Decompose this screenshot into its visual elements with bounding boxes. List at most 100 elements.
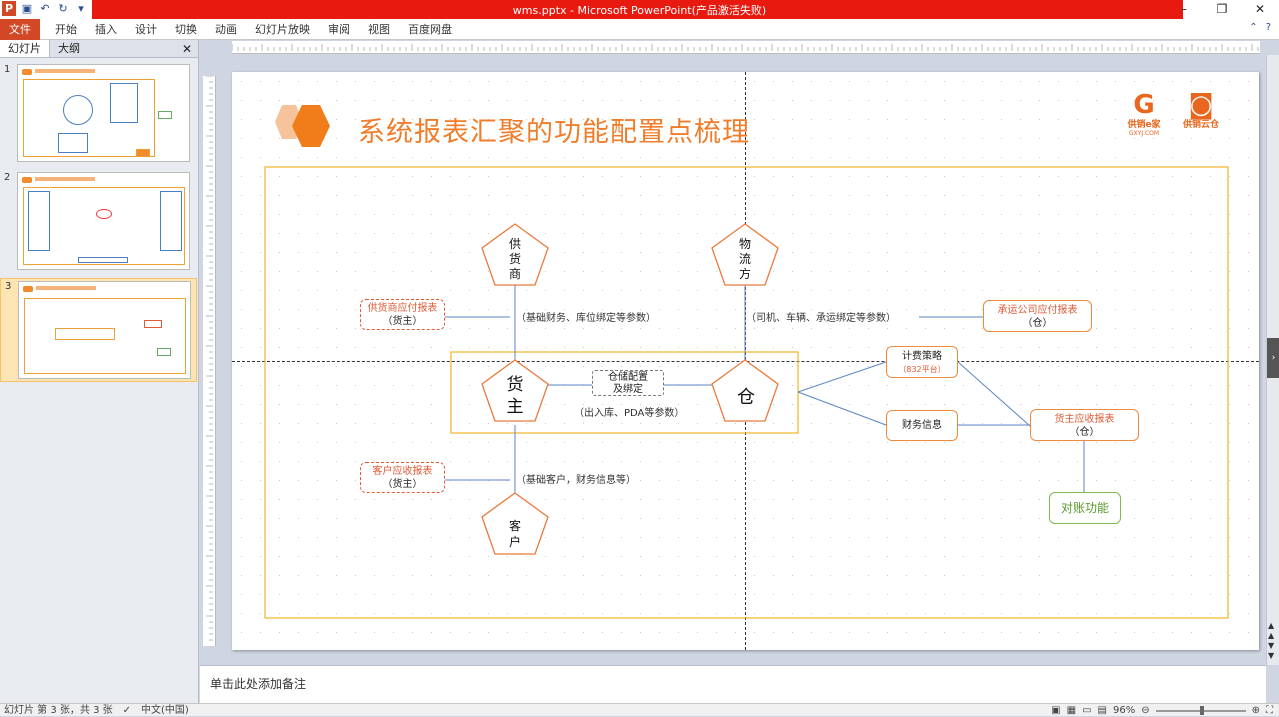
close-pane-icon[interactable]: ✕ [181, 42, 192, 56]
fit-slide-icon[interactable]: ⛶ [1266, 705, 1273, 716]
mini-title-line [35, 69, 95, 73]
scroll-arrows[interactable]: ▲▲▼▼ [1268, 621, 1275, 660]
logistics-pentagon [711, 223, 779, 286]
zoom-slider-thumb[interactable] [1199, 705, 1204, 715]
slide-title[interactable]: 系统报表汇聚的功能配置点梳理 [358, 117, 750, 148]
supplier-payable-report-box[interactable]: 供货商应付报表 （货主） [360, 299, 445, 330]
file-tab[interactable]: 文件 [0, 19, 40, 40]
inout-pda-label: （出入库、PDA等参数） [574, 408, 685, 419]
customer-receivable-report-box[interactable]: 客户应收报表 （货主） [360, 462, 445, 493]
warehouse-config-box[interactable]: 仓储配置 及绑定 [592, 370, 664, 396]
close-icon[interactable]: ✕ [1254, 2, 1266, 16]
ribbon-tab[interactable]: 开始 [55, 23, 77, 36]
slide-counter: 幻灯片 第 3 张，共 3 张 [4, 705, 113, 716]
expand-pane-icon[interactable]: › [1267, 338, 1279, 378]
box-title: 供货商应付报表 [367, 303, 438, 314]
tab-outline[interactable]: 大纲 [58, 42, 80, 55]
ribbon-tab[interactable]: 百度网盘 [408, 23, 452, 36]
spellcheck-icon[interactable]: ✓ [122, 705, 132, 716]
g-logo-icon: G [1133, 90, 1155, 120]
minimize-icon[interactable]: – [1181, 2, 1187, 16]
tab-slides[interactable]: 幻灯片 [0, 40, 50, 57]
title-bar: wms.pptx - Microsoft PowerPoint(产品激活失败) … [0, 0, 1279, 19]
mini-frame [24, 298, 186, 374]
window-title: wms.pptx - Microsoft PowerPoint(产品激活失败) [512, 4, 767, 17]
ribbon-tab[interactable]: 设计 [135, 23, 157, 36]
zoom-in-icon[interactable]: ⊕ [1251, 705, 1260, 716]
finance-info-box[interactable]: 财务信息 [886, 410, 958, 441]
mini-node [136, 149, 150, 157]
ribbon-tab[interactable]: 幻灯片放映 [255, 23, 310, 36]
box-title: 承运公司应付报表 [997, 305, 1078, 316]
mini-logo [23, 286, 33, 292]
slide-thumbnail-image [17, 64, 190, 162]
brand-logo-gxyj: G 供销e家 GXYJ.COM [1120, 90, 1168, 138]
ribbon-minimize-icon[interactable]: ⌃ [1249, 22, 1258, 33]
notes-placeholder[interactable]: 单击此处添加备注 [210, 677, 307, 691]
slide-thumbnail-1[interactable]: 1 [0, 62, 197, 166]
vertical-scrollbar[interactable]: › ▲▲▼▼ [1266, 55, 1279, 665]
mini-node [58, 133, 88, 153]
slide-thumbnail-3[interactable]: 3 [0, 278, 197, 382]
ribbon-tab[interactable]: 插入 [95, 23, 117, 36]
ribbon-tab[interactable]: 审阅 [328, 23, 350, 36]
slide-canvas[interactable]: 系统报表汇聚的功能配置点梳理 G 供销e家 GXYJ.COM ◙ 供销云仓 [232, 72, 1259, 650]
language-indicator[interactable]: 中文(中国) [141, 705, 189, 716]
box-title: 计费策略 [902, 351, 942, 362]
slideshow-icon[interactable]: ▤ [1097, 705, 1107, 716]
billing-strategy-box[interactable]: 计费策略 （832平台） [886, 346, 958, 378]
zoom-out-icon[interactable]: ⊖ [1141, 705, 1150, 716]
reconcile-box[interactable]: 对账功能 [1049, 492, 1121, 524]
status-bar: 幻灯片 第 3 张，共 3 张 ✓ 中文(中国) ▣ ▦ ▭ ▤ 96% ⊖ ⊕… [0, 703, 1279, 716]
basic-customer-label: （基础客户，财务信息等） [516, 475, 636, 486]
mini-logo [22, 69, 32, 75]
owner-pentagon [481, 359, 549, 422]
powerpoint-logo-icon[interactable]: P [2, 1, 16, 16]
mini-node [158, 111, 172, 119]
window-controls: – ❐ ✕ [1165, 0, 1279, 19]
slide-thumbnail-2[interactable]: 2 [0, 170, 197, 274]
mini-node [157, 348, 171, 356]
ribbon-tab[interactable]: 动画 [215, 23, 237, 36]
ribbon-tab[interactable]: 切换 [175, 23, 197, 36]
mini-logo [22, 177, 32, 183]
carrier-payable-report-box[interactable]: 承运公司应付报表 （仓） [983, 300, 1092, 332]
ribbon-tab[interactable]: 视图 [368, 23, 390, 36]
customize-qat-icon[interactable]: ▾ [78, 2, 84, 15]
title-bar-background [92, 0, 1183, 19]
help-icon[interactable]: ? [1265, 22, 1271, 33]
brand-logo-cloud-warehouse: ◙ 供销云仓 [1173, 90, 1229, 130]
slide-sorter-icon[interactable]: ▦ [1066, 705, 1077, 716]
mini-frame [23, 187, 185, 265]
notes-pane[interactable]: 单击此处添加备注 [200, 665, 1266, 703]
normal-view-icon[interactable]: ▣ [1051, 705, 1061, 716]
cloud-warehouse-logo-icon: ◙ [1188, 90, 1214, 120]
box-subtitle: 及绑定 [613, 384, 643, 395]
reading-view-icon[interactable]: ▭ [1082, 705, 1092, 716]
basic-finance-label: （基础财务、库位绑定等参数） [516, 313, 656, 324]
flow-diagram [264, 166, 1229, 619]
mini-title-line [36, 286, 96, 290]
slide-number: 2 [4, 172, 11, 183]
vertical-ruler [203, 76, 216, 646]
connectors [445, 285, 1085, 500]
owner-receivable-report-box[interactable]: 货主应收报表 （仓） [1030, 409, 1139, 441]
warehouse-pentagon [711, 359, 779, 422]
undo-icon[interactable]: ↶ [40, 2, 50, 15]
mini-frame [23, 79, 155, 157]
ribbon-right-controls: ⌃ ? [1249, 22, 1271, 33]
zoom-level[interactable]: 96% [1112, 705, 1136, 716]
horizontal-ruler [232, 41, 1260, 54]
quick-access-toolbar: P ▣ ↶ ↻ ▾ [2, 1, 88, 16]
customer-label: 客 户 [508, 519, 521, 549]
mini-node [160, 191, 182, 251]
slide-thumbnail-image [18, 281, 191, 379]
box-title: 客户应收报表 [372, 466, 433, 477]
redo-icon[interactable]: ↻ [58, 2, 68, 15]
restore-icon[interactable]: ❐ [1216, 2, 1228, 16]
save-icon[interactable]: ▣ [21, 2, 33, 15]
hexagon-logo-icon [275, 105, 330, 147]
supplier-pentagon [481, 223, 549, 286]
outer-frame [264, 166, 1229, 619]
zoom-slider[interactable] [1155, 705, 1246, 715]
